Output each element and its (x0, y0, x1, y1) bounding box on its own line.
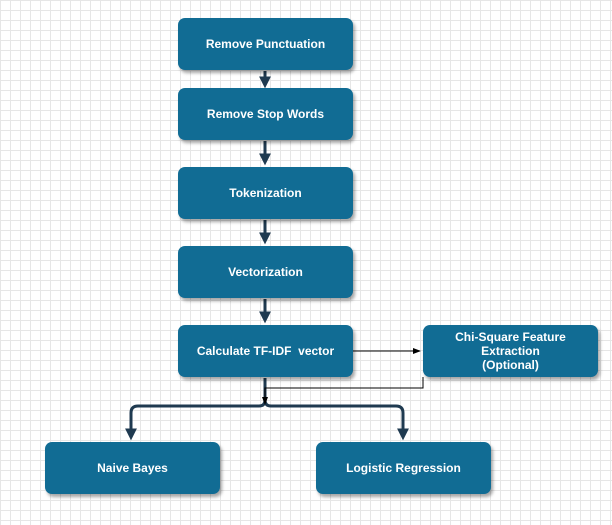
arrow-tfidf-to-naive-bayes (125, 378, 267, 441)
remove-stop-words-label: Remove Stop Words (206, 107, 325, 121)
remove-punctuation-node[interactable]: Remove Punctuation (178, 18, 353, 70)
tokenization-node[interactable]: Tokenization (178, 167, 353, 219)
remove-punctuation-label: Remove Punctuation (205, 37, 326, 51)
tokenization-label: Tokenization (229, 186, 302, 200)
arrow-chi-square-return (262, 377, 424, 405)
remove-stop-words-node[interactable]: Remove Stop Words (178, 88, 353, 140)
chi-square-label: Chi-Square Feature Extraction (Optional) (455, 330, 566, 372)
vectorization-label: Vectorization (228, 265, 303, 279)
naive-bayes-label: Naive Bayes (97, 461, 168, 475)
tfidf-node[interactable]: Calculate TF-IDF vector (178, 325, 353, 377)
logistic-regression-node[interactable]: Logistic Regression (316, 442, 491, 494)
tfidf-label: Calculate TF-IDF vector (196, 344, 335, 358)
naive-bayes-node[interactable]: Naive Bayes (45, 442, 220, 494)
arrow-tfidf-to-logistic-regression (263, 378, 409, 441)
chi-square-node[interactable]: Chi-Square Feature Extraction (Optional) (423, 325, 598, 377)
logistic-regression-label: Logistic Regression (346, 461, 461, 475)
vectorization-node[interactable]: Vectorization (178, 246, 353, 298)
